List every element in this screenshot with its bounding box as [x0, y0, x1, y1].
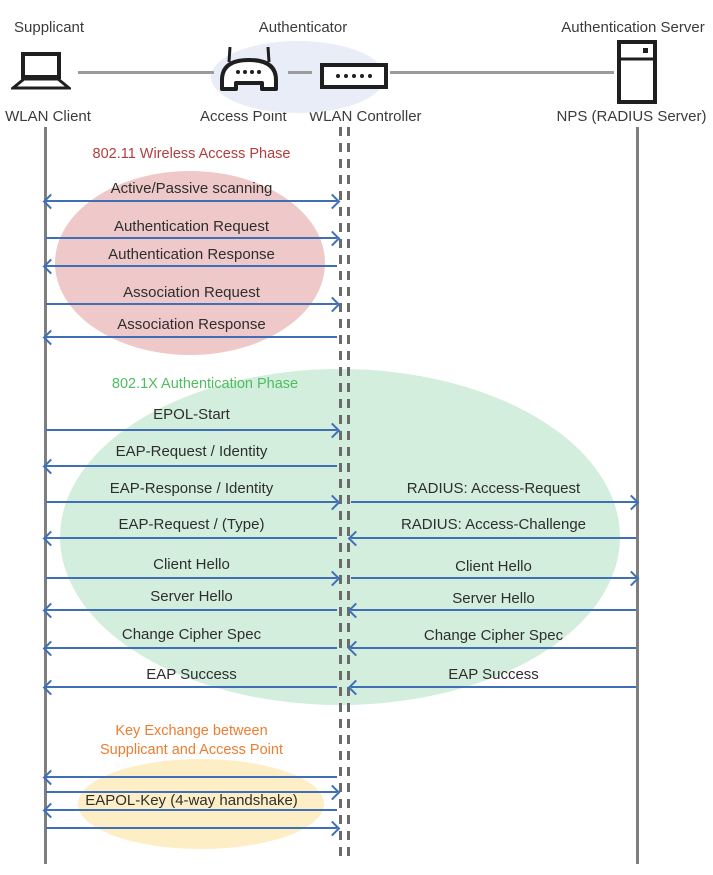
message-label: Association Response — [117, 316, 266, 333]
arrow-eap-request-type — [46, 537, 337, 539]
phase3-title-line1: Key Exchange between — [115, 723, 268, 739]
message-label: Server Hello — [150, 588, 233, 605]
arrow-association-request — [46, 303, 337, 305]
message-label: Association Request — [123, 284, 260, 301]
access-point-icon — [220, 46, 278, 91]
phase3-ellipse — [78, 759, 324, 849]
device-label-wlan-client: WLAN Client — [5, 108, 91, 125]
arrow-eap-request-identity — [46, 465, 337, 467]
message-label-eapol-key: EAPOL-Key (4-way handshake) — [85, 792, 298, 809]
arrow-server-hello-right — [351, 609, 636, 611]
connector-client-to-ap — [78, 71, 214, 74]
message-label: RADIUS: Access-Request — [406, 480, 581, 497]
arrow-eapol-key-3 — [46, 809, 337, 811]
message-label: Client Hello — [455, 558, 532, 575]
arrow-eapol-key-2 — [46, 791, 337, 793]
arrow-eap-success-right — [351, 686, 636, 688]
arrow-epol-start — [46, 429, 337, 431]
arrow-authentication-response — [46, 265, 337, 267]
actor-role-authentication-server: Authentication Server — [561, 19, 705, 36]
message-label: Authentication Request — [113, 218, 270, 235]
arrow-eapol-key-4 — [46, 827, 337, 829]
lifeline-wlan-controller-dashed — [347, 127, 350, 857]
message-label: EAP-Request / Identity — [115, 443, 268, 460]
phase1-title: 802.11 Wireless Access Phase — [92, 146, 291, 162]
arrow-client-hello-left — [46, 577, 337, 579]
wlan-controller-icon — [320, 63, 388, 89]
message-label: Client Hello — [153, 556, 230, 573]
message-label: Active/Passive scanning — [110, 180, 273, 197]
lifeline-access-point-dashed — [339, 127, 342, 857]
arrow-association-response — [46, 336, 337, 338]
message-label: EAP-Request / (Type) — [118, 516, 265, 533]
arrow-change-cipher-spec-left — [46, 647, 337, 649]
message-label: Change Cipher Spec — [121, 626, 262, 643]
device-label-wlan-controller: WLAN Controller — [309, 108, 422, 125]
message-label: Server Hello — [452, 590, 535, 607]
arrow-eap-response-identity — [46, 501, 337, 503]
message-label: EAP-Response / Identity — [109, 480, 274, 497]
lifeline-authentication-server — [636, 127, 639, 864]
device-label-access-point: Access Point — [200, 108, 287, 125]
arrow-active-passive-scanning — [46, 200, 337, 202]
message-label: EAP Success — [448, 666, 539, 683]
message-label: Authentication Response — [108, 246, 275, 263]
connector-ap-to-controller — [288, 71, 312, 74]
arrow-radius-access-request — [351, 501, 636, 503]
message-label: EPOL-Start — [153, 406, 230, 423]
laptop-icon — [11, 52, 71, 90]
phase3-title-line2: Supplicant and Access Point — [100, 742, 283, 758]
message-label: Change Cipher Spec — [423, 627, 564, 644]
arrow-authentication-request — [46, 237, 337, 239]
arrow-change-cipher-spec-right — [351, 647, 636, 649]
arrow-server-hello-left — [46, 609, 337, 611]
arrow-eap-success-left — [46, 686, 337, 688]
arrow-client-hello-right — [351, 577, 636, 579]
arrow-radius-access-challenge — [351, 537, 636, 539]
connector-controller-to-server — [390, 71, 614, 74]
lifeline-supplicant — [44, 127, 47, 864]
message-label: EAP Success — [146, 666, 237, 683]
actor-role-authenticator: Authenticator — [258, 19, 348, 36]
device-label-nps-radius-server: NPS (RADIUS Server) — [556, 108, 707, 125]
actor-role-supplicant: Supplicant — [14, 19, 85, 36]
server-icon — [617, 40, 657, 104]
message-label: RADIUS: Access-Challenge — [400, 516, 587, 533]
phase2-title: 802.1X Authentication Phase — [111, 376, 299, 392]
arrow-eapol-key-1 — [46, 776, 337, 778]
